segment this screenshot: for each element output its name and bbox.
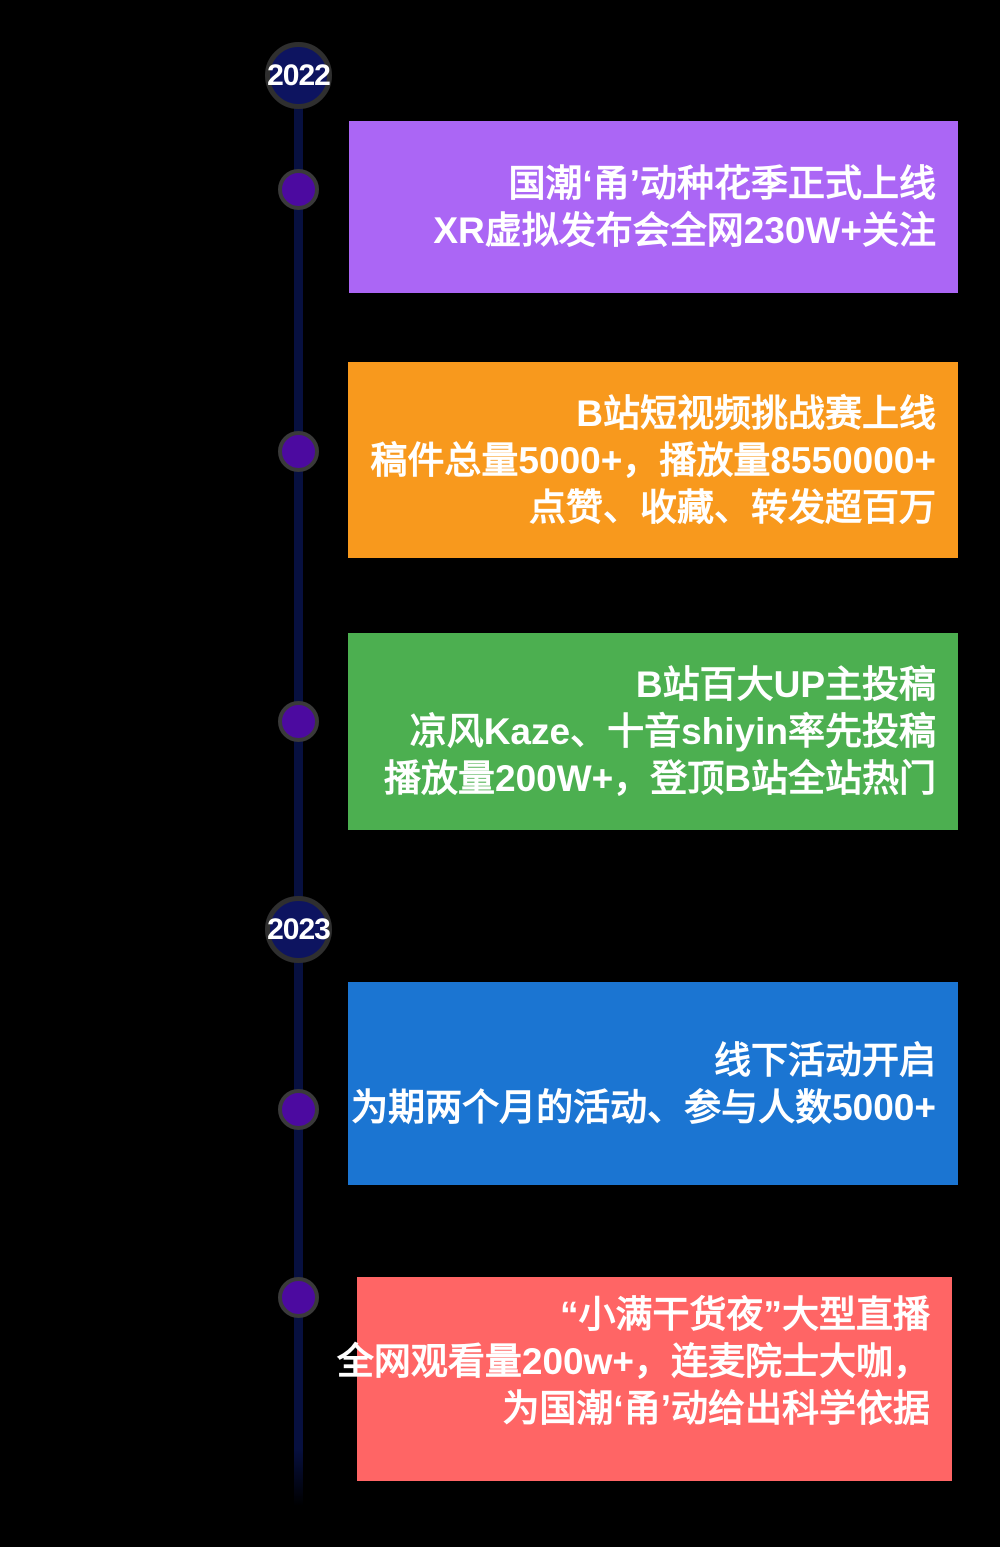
event-text-line: 点赞、收藏、转发超百万 [529,486,936,528]
year-badge-2023: 2023 [265,896,332,963]
event-card-challenge: B站短视频挑战赛上线 稿件总量5000+，播放量8550000+ 点赞、收藏、转… [348,362,958,558]
event-text-line: 线下活动开启 [714,1039,936,1081]
timeline-node-icon [278,169,319,210]
event-card-offline-activity: 线下活动开启 为期两个月的活动、参与人数5000+ [348,982,958,1185]
timeline-line [294,74,303,1506]
event-text-line: 稿件总量5000+，播放量8550000+ [370,439,936,481]
timeline-node-icon [278,1277,319,1318]
event-text-line: 为期两个月的活动、参与人数5000+ [351,1086,936,1128]
timeline-node-icon [278,431,319,472]
event-text-line: 为国潮‘甬’动给出科学依据 [502,1388,930,1429]
event-card-up-submissions: B站百大UP主投稿 凉风Kaze、十音shiyin率先投稿 播放量200W+，登… [348,633,958,830]
event-card-launch: 国潮‘甬’动种花季正式上线 XR虚拟发布会全网230W+关注 [349,121,958,293]
event-text-line: B站短视频挑战赛上线 [576,392,936,434]
year-badge-2022: 2022 [265,42,332,109]
year-label: 2022 [267,58,331,92]
event-text-line: XR虚拟发布会全网230W+关注 [433,210,936,251]
timeline-node-icon [278,701,319,742]
event-text-line: 播放量200W+，登顶B站全站热门 [384,758,936,799]
event-text-line: 国潮‘甬’动种花季正式上线 [508,163,936,204]
event-text-line: B站百大UP主投稿 [635,664,936,705]
event-text-line: “小满干货夜”大型直播 [560,1294,930,1335]
year-label: 2023 [267,912,331,946]
event-text-line: 全网观看量200w+，连麦院士大咖， [336,1341,930,1382]
event-text-line: 凉风Kaze、十音shiyin率先投稿 [409,711,936,752]
event-card-livestream: “小满干货夜”大型直播 全网观看量200w+，连麦院士大咖， 为国潮‘甬’动给出… [337,1277,952,1481]
timeline-node-icon [278,1089,319,1130]
